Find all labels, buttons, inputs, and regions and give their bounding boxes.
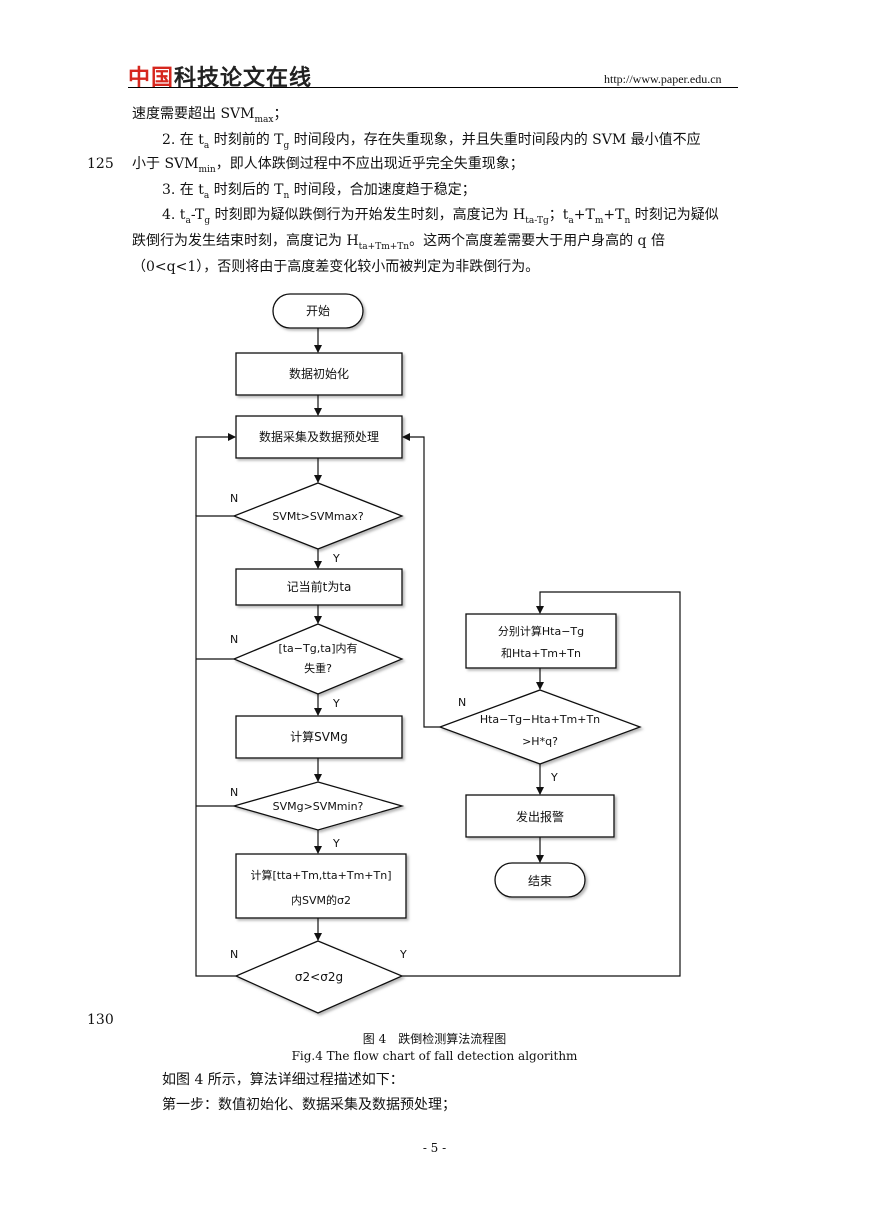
d5-label-1: Hta−Tg−Hta+Tm+Tn	[480, 713, 600, 726]
record-label: 记当前t为ta	[287, 579, 352, 594]
d2-no: N	[230, 633, 238, 646]
record-ta-box	[235, 568, 403, 606]
d2-label-1: [ta−Tg,ta]内有	[278, 641, 357, 655]
body-line: （0<q<1），否则将由于高度差变化较小而被判定为非跌倒行为。	[132, 259, 540, 275]
page-number: - 5 -	[422, 1141, 447, 1155]
decision-height	[438, 689, 642, 765]
start-label: 开始	[306, 304, 330, 318]
header-url[interactable]: http://www.paper.edu.cn	[604, 72, 722, 86]
calc-height-box	[465, 613, 617, 669]
init-box	[235, 352, 403, 396]
height-label-1: 分别计算Hta−Tg	[498, 624, 584, 638]
d1-label: SVMt>SVMmax?	[272, 510, 363, 523]
d4-yes: Y	[399, 948, 407, 961]
body-line: 小于 SVMmin，即人体跌倒过程中不应出现近乎完全失重现象；	[132, 156, 524, 175]
d2-label-2: 失重?	[304, 661, 332, 675]
flowchart: 开始 数据初始化 数据采集及数据预处理 SVMt>SVMmax? 记当前t为ta…	[195, 293, 681, 1014]
header-rule	[128, 87, 738, 88]
end-label: 结束	[528, 874, 552, 888]
d2-yes: Y	[332, 697, 340, 710]
svmg-label: 计算SVMg	[290, 729, 348, 744]
line-number: 125	[87, 156, 114, 172]
collect-box	[235, 415, 403, 459]
d4-label: σ2<σ2g	[295, 970, 343, 984]
journal-logo: 中国科技论文在线	[128, 66, 313, 91]
decision-variance	[234, 940, 404, 1014]
variance-label-1: 计算[tta+Tm,tta+Tm+Tn]	[250, 868, 391, 882]
d1-no: N	[230, 492, 238, 505]
body-line: 如图 4 所示，算法详细过程描述如下：	[162, 1072, 404, 1088]
body-line: 第一步：数值初始化、数据采集及数据预处理；	[162, 1097, 456, 1113]
body-line: 4. ta-Tg 时刻即为疑似跌倒行为开始发生时刻，高度记为 Hta-Tg；ta…	[162, 207, 719, 226]
d3-no: N	[230, 786, 238, 799]
d3-yes: Y	[332, 837, 340, 850]
d5-yes: Y	[550, 771, 558, 784]
d3-label: SVMg>SVMmin?	[273, 800, 364, 813]
figure-caption-cn: 图 4 跌倒检测算法流程图	[362, 1032, 507, 1046]
calc-svmg-box	[235, 715, 403, 759]
collect-label: 数据采集及数据预处理	[259, 429, 379, 444]
d5-no: N	[458, 696, 466, 709]
variance-label-2: 内SVM的σ2	[291, 893, 351, 907]
height-label-2: 和Hta+Tm+Tn	[501, 647, 581, 660]
d1-yes: Y	[332, 552, 340, 565]
calc-variance-box	[235, 853, 407, 919]
body-line: 3. 在 ta 时刻后的 Tn 时间段，合加速度趋于稳定；	[162, 182, 476, 201]
end-terminal	[494, 862, 586, 898]
line-number: 130	[87, 1012, 114, 1028]
decision-weightless	[232, 623, 404, 695]
init-label: 数据初始化	[289, 366, 349, 381]
body-line: 2. 在 ta 时刻前的 Tg 时间段内，存在失重现象，并且失重时间段内的 SV…	[162, 132, 701, 151]
d5-label-2: >H*q?	[522, 735, 558, 748]
body-line: 速度需要超出 SVMmax；	[132, 106, 288, 125]
d4-no: N	[230, 948, 238, 961]
figure-caption-en: Fig.4 The flow chart of fall detection a…	[291, 1049, 578, 1063]
body-line: 跌倒行为发生结束时刻，高度记为 Hta+Tm+Tn。这两个高度差需要大于用户身高…	[132, 233, 665, 252]
alarm-label: 发出报警	[516, 809, 564, 824]
